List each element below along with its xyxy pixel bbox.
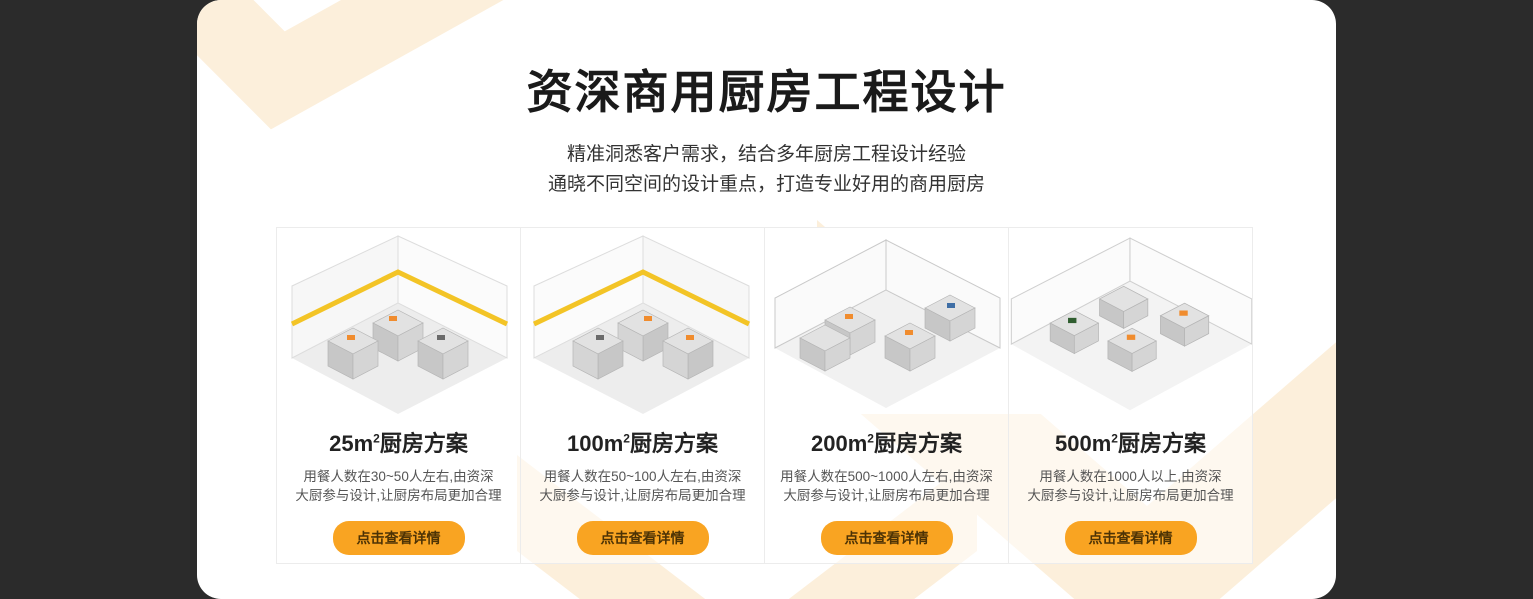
page-subtitle: 精准洞悉客户需求，结合多年厨房工程设计经验 通晓不同空间的设计重点，打造专业好用… bbox=[197, 140, 1336, 200]
plan-card-description: 用餐人数在500~1000人左右,由资深 大厨参与设计,让厨房布局更加合理 bbox=[780, 467, 993, 505]
subtitle-line-1: 精准洞悉客户需求，结合多年厨房工程设计经验 bbox=[566, 144, 966, 165]
plan-title-suffix: 厨房方案 bbox=[629, 431, 718, 456]
plan-cards-row: 25m2厨房方案 用餐人数在30~50人左右,由资深 大厨参与设计,让厨房布局更… bbox=[276, 227, 1253, 564]
plan-title-suffix: 厨房方案 bbox=[379, 431, 468, 456]
plan-card-title: 200m2厨房方案 bbox=[811, 426, 962, 458]
plan-card-description: 用餐人数在1000人以上,由资深 大厨参与设计,让厨房布局更加合理 bbox=[1027, 467, 1233, 505]
view-details-button[interactable]: 点击查看详情 bbox=[820, 521, 953, 555]
plan-title-suffix: 厨房方案 bbox=[1117, 431, 1206, 456]
plan-card-title: 500m2厨房方案 bbox=[1055, 426, 1206, 458]
plan-desc-line-1: 用餐人数在1000人以上,由资深 bbox=[1039, 469, 1222, 484]
isometric-kitchen-illustration bbox=[521, 228, 764, 414]
kitchen-render-image bbox=[277, 228, 520, 414]
plan-desc-line-2: 大厨参与设计,让厨房布局更加合理 bbox=[1027, 488, 1234, 503]
isometric-kitchen-illustration bbox=[765, 228, 1008, 414]
isometric-kitchen-illustration bbox=[1009, 228, 1252, 414]
plan-area-sup: 2 bbox=[1111, 431, 1118, 446]
plan-area-value: 25m bbox=[329, 431, 374, 456]
plan-area-sup: 2 bbox=[623, 431, 630, 446]
page-title: 资深商用厨房工程设计 bbox=[526, 66, 1007, 118]
plan-desc-line-2: 大厨参与设计,让厨房布局更加合理 bbox=[783, 488, 990, 503]
plan-desc-line-1: 用餐人数在50~100人左右,由资深 bbox=[543, 469, 742, 484]
kitchen-render-image bbox=[1009, 228, 1252, 414]
plan-card-25[interactable]: 25m2厨房方案 用餐人数在30~50人左右,由资深 大厨参与设计,让厨房布局更… bbox=[276, 227, 521, 564]
plan-desc-line-1: 用餐人数在500~1000人左右,由资深 bbox=[780, 469, 993, 484]
plan-card-title: 25m2厨房方案 bbox=[329, 426, 468, 458]
plan-desc-line-2: 大厨参与设计,让厨房布局更加合理 bbox=[539, 488, 746, 503]
plan-desc-line-2: 大厨参与设计,让厨房布局更加合理 bbox=[295, 488, 502, 503]
plan-area-value: 500m bbox=[1055, 431, 1112, 456]
kitchen-render-image bbox=[521, 228, 764, 414]
content-panel: 资深商用厨房工程设计 精准洞悉客户需求，结合多年厨房工程设计经验 通晓不同空间的… bbox=[197, 0, 1336, 599]
view-details-button[interactable]: 点击查看详情 bbox=[576, 521, 709, 555]
plan-area-value: 200m bbox=[811, 431, 868, 456]
isometric-kitchen-illustration bbox=[277, 228, 520, 414]
plan-card-500[interactable]: 500m2厨房方案 用餐人数在1000人以上,由资深 大厨参与设计,让厨房布局更… bbox=[1008, 227, 1253, 564]
plan-card-description: 用餐人数在50~100人左右,由资深 大厨参与设计,让厨房布局更加合理 bbox=[539, 467, 745, 505]
subtitle-line-2: 通晓不同空间的设计重点，打造专业好用的商用厨房 bbox=[547, 174, 985, 195]
plan-area-value: 100m bbox=[567, 431, 624, 456]
view-details-button[interactable]: 点击查看详情 bbox=[1064, 521, 1197, 555]
view-details-button[interactable]: 点击查看详情 bbox=[332, 521, 465, 555]
plan-desc-line-1: 用餐人数在30~50人左右,由资深 bbox=[303, 469, 494, 484]
plan-card-100[interactable]: 100m2厨房方案 用餐人数在50~100人左右,由资深 大厨参与设计,让厨房布… bbox=[520, 227, 765, 564]
plan-title-suffix: 厨房方案 bbox=[873, 431, 962, 456]
kitchen-render-image bbox=[765, 228, 1008, 414]
plan-card-title: 100m2厨房方案 bbox=[567, 426, 718, 458]
plan-area-sup: 2 bbox=[867, 431, 874, 446]
plan-card-description: 用餐人数在30~50人左右,由资深 大厨参与设计,让厨房布局更加合理 bbox=[295, 467, 501, 505]
plan-card-200[interactable]: 200m2厨房方案 用餐人数在500~1000人左右,由资深 大厨参与设计,让厨… bbox=[764, 227, 1009, 564]
plan-area-sup: 2 bbox=[373, 431, 380, 446]
